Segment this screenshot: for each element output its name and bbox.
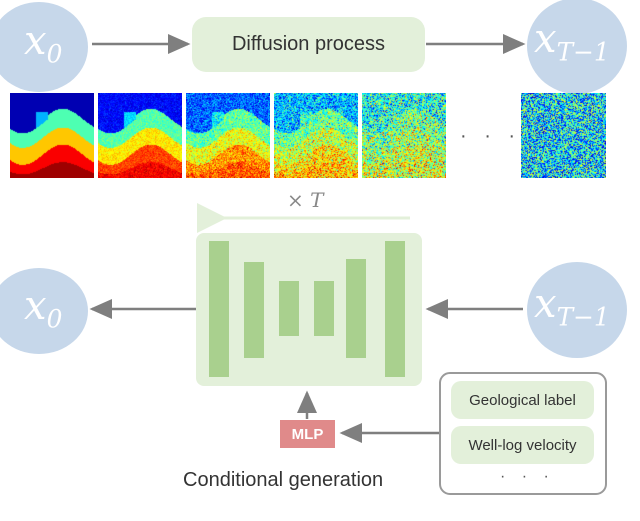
x0-label-top: x0 xyxy=(24,18,63,69)
xT-label-bottom: xT−1 xyxy=(534,281,610,332)
unet-encoder-bar-2 xyxy=(244,262,264,358)
velocity-model-panel-noise-3 xyxy=(274,93,358,178)
velocity-model-panel-noise-4 xyxy=(362,93,446,178)
repeat-label: × T xyxy=(287,188,324,212)
unet-decoder-bar-3 xyxy=(314,281,334,336)
xT-label-top: xT−1 xyxy=(534,16,610,67)
condition-geological-label: Geological label xyxy=(451,381,594,419)
x0-node-top xyxy=(0,2,88,92)
condition-geological-label-text: Geological label xyxy=(469,391,576,409)
xT-node-bottom xyxy=(527,262,627,358)
unet-decoder-bar-1 xyxy=(385,241,405,377)
unet-block xyxy=(196,233,422,386)
condition-well-log-velocity-text: Well-log velocity xyxy=(468,436,577,454)
velocity-model-panel-pure-noise xyxy=(521,93,606,178)
x0-node-bottom xyxy=(0,268,88,354)
x0-label-bottom: x0 xyxy=(24,283,63,334)
condition-well-log-velocity: Well-log velocity xyxy=(451,426,594,464)
mlp-label: MLP xyxy=(291,425,324,443)
panel-ellipsis: · · · xyxy=(460,125,522,147)
unet-encoder-bar-1 xyxy=(209,241,229,377)
diffusion-process-label: Diffusion process xyxy=(231,33,386,55)
unet-encoder-bar-3 xyxy=(279,281,299,336)
conditional-generation-caption: Conditional generation xyxy=(183,469,384,491)
velocity-model-panel-clean xyxy=(10,93,94,178)
conditions-box xyxy=(439,372,607,495)
velocity-model-panel-noise-2 xyxy=(186,93,270,178)
velocity-model-panel-noise-1 xyxy=(98,93,182,178)
xT-node-top xyxy=(527,0,627,94)
conditions-ellipsis: · · · xyxy=(500,468,555,485)
unet-decoder-bar-2 xyxy=(346,259,366,358)
diffusion-process-box: Diffusion process xyxy=(192,17,425,72)
mlp-box: MLP xyxy=(280,420,335,448)
